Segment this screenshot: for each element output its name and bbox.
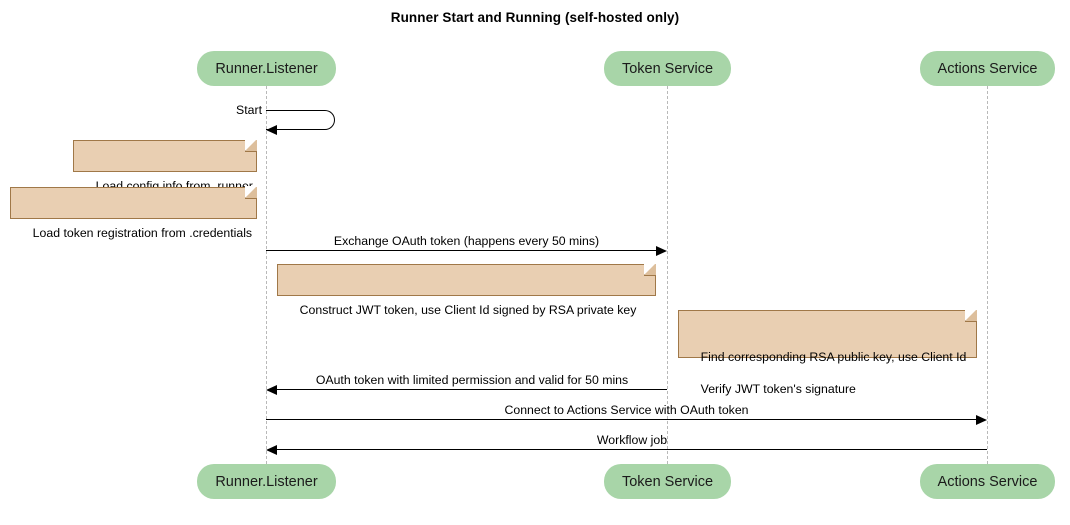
note-load-config: Load config info from .runner: [73, 139, 257, 193]
note-fold-icon: [245, 139, 257, 152]
participant-actions-bottom[interactable]: Actions Service: [920, 464, 1055, 499]
participant-token-bottom[interactable]: Token Service: [604, 464, 731, 499]
diagram-title: Runner Start and Running (self-hosted on…: [390, 10, 680, 25]
message-arrow-oauth-token-returned: [277, 389, 667, 390]
participant-label: Runner.Listener: [215, 473, 318, 490]
arrowhead-exchange-oauth-token: [656, 245, 667, 256]
note-fold-icon: [644, 263, 656, 276]
note-fold-icon: [245, 186, 257, 199]
participant-runner-bottom[interactable]: Runner.Listener: [197, 464, 336, 499]
arrowhead-workflow-job: [266, 444, 277, 455]
note-construct-jwt-token: Construct JWT token, use Client Id signe…: [277, 263, 656, 317]
arrowhead-start: [266, 124, 277, 135]
note-fold-icon: [965, 309, 977, 322]
note-text-line1: Find corresponding RSA public key, use C…: [700, 350, 967, 364]
message-label-connect-actions-service: Connect to Actions Service with OAuth to…: [504, 403, 749, 417]
note-text: Construct JWT token, use Client Id signe…: [299, 303, 637, 317]
lifeline-runner: [266, 86, 267, 464]
participant-label: Runner.Listener: [215, 60, 318, 77]
participant-label: Actions Service: [937, 473, 1038, 490]
participant-actions-top[interactable]: Actions Service: [920, 51, 1055, 86]
lifeline-actions: [987, 86, 988, 464]
note-text: Load token registration from .credential…: [32, 226, 253, 240]
message-label-start: Start: [236, 103, 262, 117]
message-label-exchange-oauth-token: Exchange OAuth token (happens every 50 m…: [333, 234, 600, 248]
message-label-workflow-job: Workflow job: [596, 433, 668, 447]
arrowhead-oauth-token-returned: [266, 384, 277, 395]
message-arrow-workflow-job: [277, 449, 987, 450]
message-arrow-start: [266, 110, 336, 135]
message-arrow-exchange-oauth-token: [266, 250, 656, 251]
arrowhead-connect-actions-service: [976, 414, 987, 425]
participant-label: Token Service: [621, 473, 714, 490]
participant-runner-top[interactable]: Runner.Listener: [197, 51, 336, 86]
participant-label: Actions Service: [937, 60, 1038, 77]
message-label-oauth-token-returned: OAuth token with limited permission and …: [315, 373, 629, 387]
note-text-line2: Verify JWT token's signature: [700, 382, 856, 396]
note-verify-jwt-signature: Find corresponding RSA public key, use C…: [678, 309, 977, 396]
message-arrow-connect-actions-service: [266, 419, 976, 420]
participant-label: Token Service: [621, 60, 714, 77]
participant-token-top[interactable]: Token Service: [604, 51, 731, 86]
lifeline-token: [667, 86, 668, 464]
note-load-token-registration: Load token registration from .credential…: [10, 186, 257, 240]
